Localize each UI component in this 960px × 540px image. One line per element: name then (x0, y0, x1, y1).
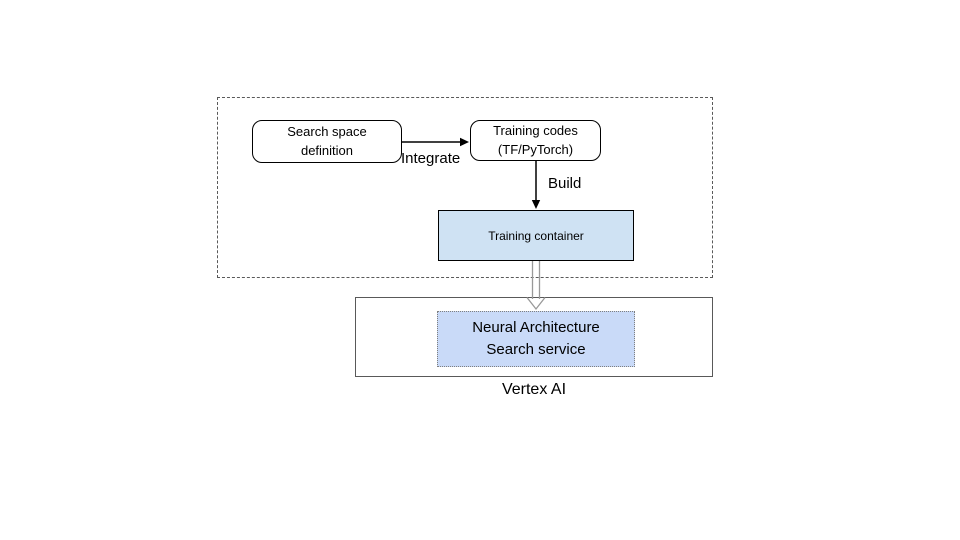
pipeline-group-outline (217, 97, 713, 278)
vertex-ai-group-label: Vertex AI (501, 381, 567, 398)
training-container-node: Training container (438, 210, 634, 261)
integrate-edge-label: Integrate (401, 150, 461, 167)
search-space-definition-node: Search space definition (252, 120, 402, 163)
build-edge-label: Build (548, 175, 582, 192)
training-codes-node: Training codes (TF/PyTorch) (470, 120, 601, 161)
nas-service-node: Neural Architecture Search service (437, 311, 635, 367)
